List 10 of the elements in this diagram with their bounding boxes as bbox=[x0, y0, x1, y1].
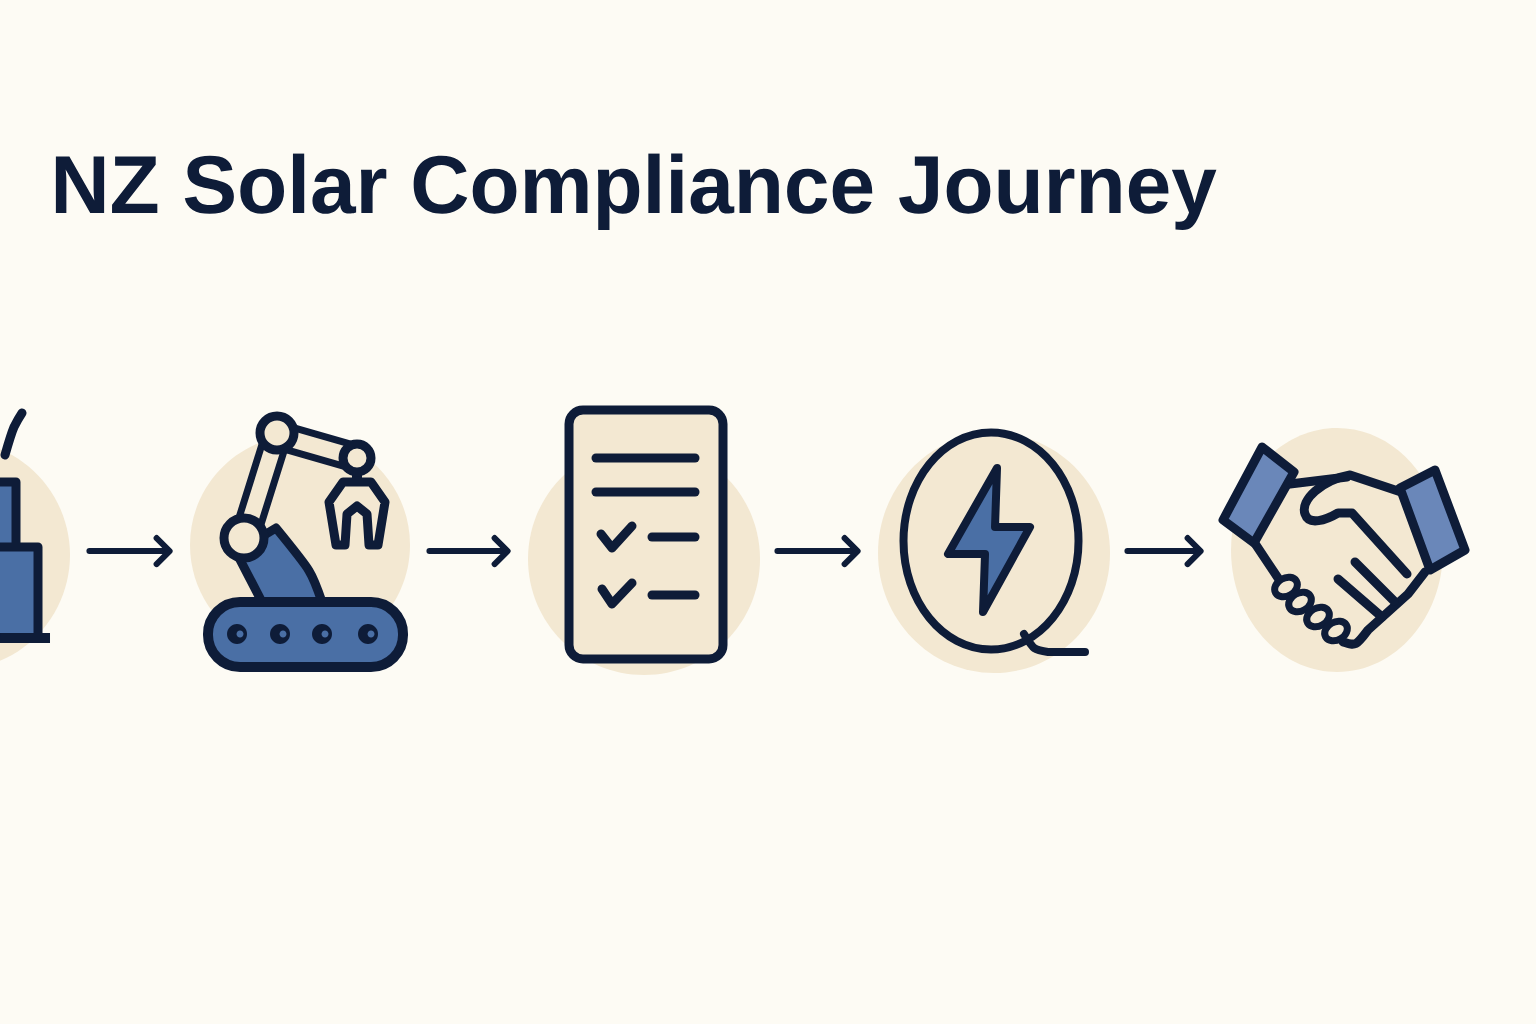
factory-icon bbox=[0, 408, 70, 661]
lightning-bolt-icon bbox=[878, 428, 1110, 673]
checklist-icon bbox=[528, 405, 760, 675]
arrow bbox=[774, 535, 861, 567]
title: NZ Solar Compliance Journey bbox=[55, 153, 1217, 230]
arrow bbox=[426, 535, 511, 567]
robot-arm-icon bbox=[190, 411, 410, 672]
arrow bbox=[1124, 535, 1204, 567]
arrow bbox=[86, 535, 173, 567]
handshake-icon bbox=[1218, 428, 1470, 672]
